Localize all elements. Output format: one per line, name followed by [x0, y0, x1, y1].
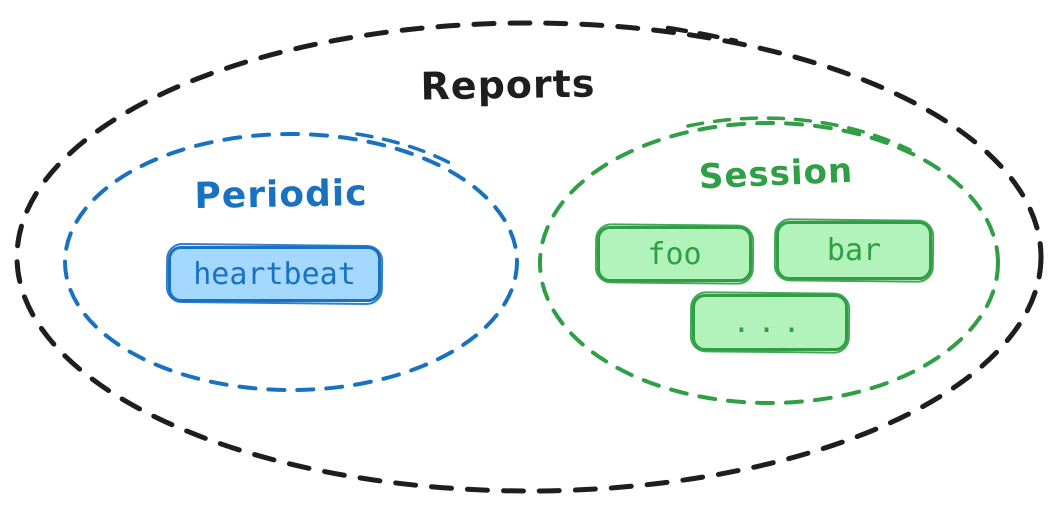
- more-node: ...: [692, 294, 848, 351]
- session-label: Session: [698, 150, 854, 198]
- reports-label: Reports: [420, 61, 596, 109]
- bar-node: bar: [776, 221, 932, 280]
- periodic-ellipse: [63, 132, 519, 392]
- session-ellipse: [538, 121, 1000, 405]
- foo-node-label: foo: [647, 236, 702, 272]
- periodic-ellipse-sketch-arc: [355, 132, 454, 166]
- heartbeat-node-label: heartbeat: [193, 256, 356, 292]
- heartbeat-node: heartbeat: [168, 246, 381, 302]
- more-node-label: ...: [732, 305, 808, 340]
- bar-node-label: bar: [826, 233, 882, 268]
- reports-ellipse-sketch-arc: [665, 25, 739, 44]
- reports-ellipse: [14, 20, 1044, 494]
- periodic-label: Periodic: [194, 172, 368, 218]
- foo-node: foo: [597, 226, 752, 282]
- session-ellipse-sketch-arc: [686, 116, 912, 152]
